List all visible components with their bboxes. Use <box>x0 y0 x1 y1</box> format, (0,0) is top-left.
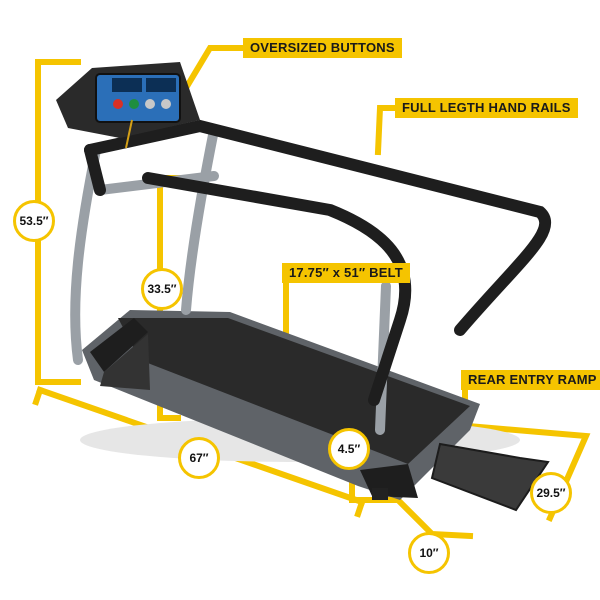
measure-length: 67″ <box>178 437 220 479</box>
measure-ramp-length: 10″ <box>408 532 450 574</box>
measure-step-height: 4.5″ <box>328 428 370 470</box>
hand-rails <box>84 119 552 406</box>
console <box>56 62 200 149</box>
callout-belt: 17.75″ x 51″ BELT <box>282 263 410 283</box>
callout-hand-rails: FULL LEGTH HAND RAILS <box>395 98 578 118</box>
callout-rear-ramp: REAR ENTRY RAMP <box>461 370 600 390</box>
measure-width: 29.5″ <box>530 472 572 514</box>
callout-oversized-buttons: OVERSIZED BUTTONS <box>243 38 402 58</box>
measure-rail-height: 33.5″ <box>141 268 183 310</box>
measure-height: 53.5″ <box>13 200 55 242</box>
